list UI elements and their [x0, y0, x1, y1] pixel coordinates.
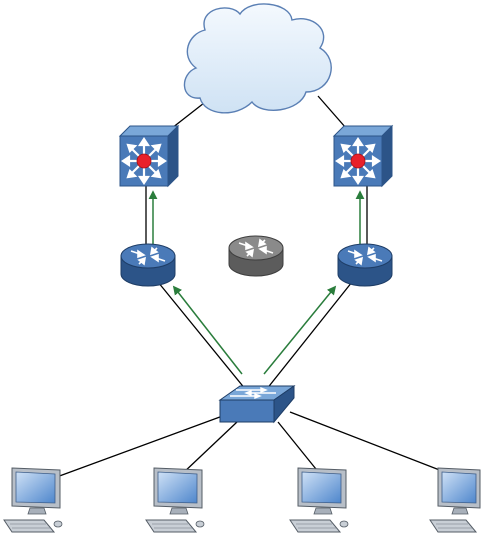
core-indicator-dot — [351, 154, 365, 168]
link-access-switch-to-pc-2 — [182, 422, 237, 474]
link-router-left-to-access-switch — [158, 282, 246, 390]
router-right-icon — [338, 244, 392, 286]
core-indicator-dot — [137, 154, 151, 168]
router-center-icon — [229, 236, 283, 276]
l3-switch-right-icon — [334, 126, 392, 186]
traffic-flows — [153, 192, 360, 374]
access-switch-icon — [220, 386, 294, 422]
flow-arrow-switch-to-router-left — [174, 287, 242, 374]
pc-4-icon — [430, 468, 480, 532]
flow-arrow-switch-to-router-right — [264, 287, 335, 374]
l3-switch-left-icon — [120, 126, 178, 186]
pc-1-icon — [4, 468, 62, 532]
router-left-icon — [121, 244, 175, 286]
link-router-right-to-access-switch — [266, 282, 352, 390]
pc-2-icon — [146, 468, 204, 532]
link-cloud-to-l3-switch-right — [318, 96, 346, 128]
link-access-switch-to-pc-3 — [278, 422, 320, 474]
internet-cloud-icon — [184, 4, 331, 113]
link-access-switch-to-pc-4 — [290, 412, 455, 476]
pc-3-icon — [290, 468, 348, 532]
link-access-switch-to-pc-1 — [54, 414, 228, 478]
